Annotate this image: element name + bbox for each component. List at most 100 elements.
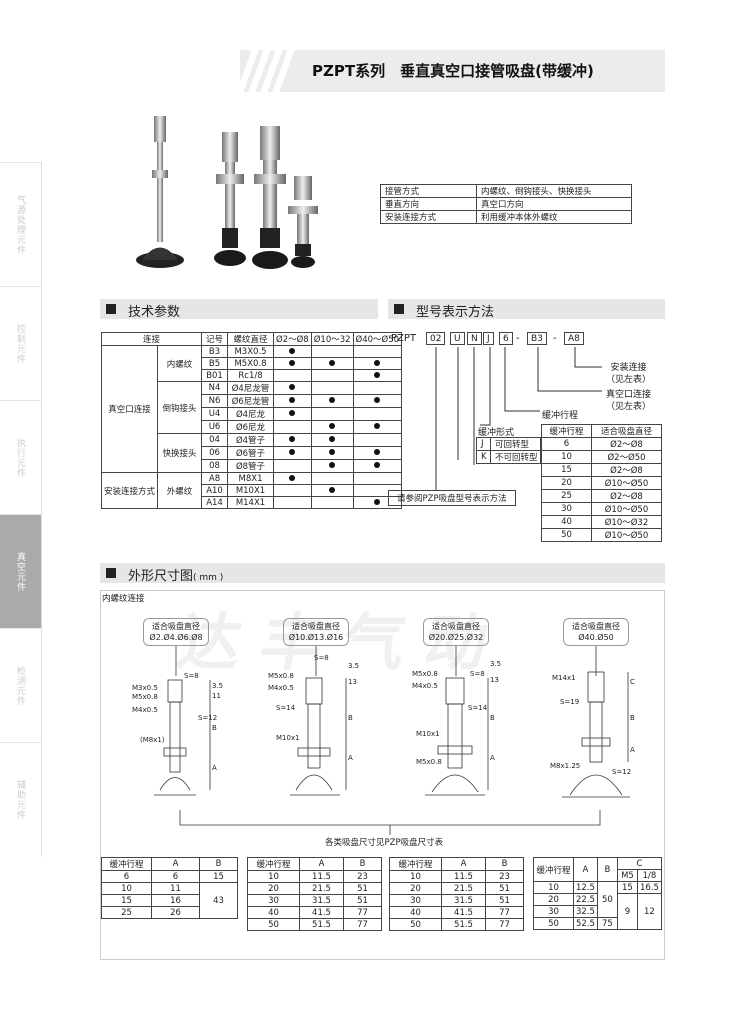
model-prefix: PZPT — [391, 333, 417, 344]
section-tech: 技术参数 — [100, 299, 378, 320]
svg-text:S=14: S=14 — [468, 704, 488, 712]
svg-text:A: A — [630, 746, 635, 754]
svg-text:M14x1: M14x1 — [552, 674, 576, 682]
svg-text:M10x1: M10x1 — [276, 734, 300, 742]
product-photo — [136, 116, 318, 269]
svg-text:M3x0.5: M3x0.5 — [132, 684, 158, 692]
availability-dot — [374, 359, 381, 366]
svg-text:S=14: S=14 — [276, 704, 296, 712]
svg-text:M8x1.25: M8x1.25 — [550, 762, 580, 770]
page-header: PZPT系列 垂直真空口接管吸盘(带缓冲) — [236, 50, 665, 92]
sidebar-item-accessory[interactable]: 辅助元件 — [0, 742, 42, 857]
availability-dot — [289, 397, 296, 403]
svg-text:3.5: 3.5 — [348, 662, 359, 670]
svg-text:M5x0.8: M5x0.8 — [416, 758, 442, 766]
section-model: 型号表示方法 — [388, 299, 665, 320]
table-row: 接管方式内螺纹、倒钩接头、快换接头 — [380, 184, 632, 198]
availability-dot — [289, 410, 296, 416]
availability-dot — [374, 397, 381, 403]
svg-text:(M8x1): (M8x1) — [140, 736, 165, 744]
svg-text:13: 13 — [348, 678, 357, 686]
availability-dot — [289, 359, 296, 366]
sidebar-item-vacuum[interactable]: 真空元件 — [0, 514, 42, 628]
sidebar-item-sensor[interactable]: 检测元件 — [0, 628, 42, 742]
model-ref-note: 请参阅PZP吸盘型号表示方法 — [388, 490, 516, 506]
availability-dot — [289, 384, 296, 390]
svg-text:B: B — [348, 714, 353, 722]
tech-table: 连接 记号 螺纹直径 Ø2～Ø8 Ø10～32 Ø40～Ø50 真空口连接 内螺… — [100, 332, 403, 509]
table-row: 垂直方向真空口方向 — [380, 197, 632, 211]
availability-dot — [289, 474, 296, 481]
availability-dot — [374, 462, 381, 468]
availability-dot — [329, 397, 336, 403]
svg-text:A: A — [212, 764, 217, 772]
svg-text:A: A — [490, 754, 495, 762]
svg-text:B: B — [630, 714, 635, 722]
model-code-vac: B3 — [527, 332, 547, 345]
availability-dot — [289, 449, 296, 455]
sidebar-item-air[interactable]: 气源处理元件 — [0, 162, 42, 286]
svg-text:11: 11 — [212, 692, 221, 700]
availability-dot — [374, 449, 381, 455]
svg-text:M4x0.5: M4x0.5 — [268, 684, 294, 692]
availability-dot — [329, 423, 336, 429]
svg-text:M4x0.5: M4x0.5 — [412, 682, 438, 690]
model-code-mount: A8 — [564, 332, 584, 345]
model-code-j: J — [483, 332, 494, 345]
svg-text:S=8: S=8 — [314, 654, 329, 662]
availability-dot — [374, 371, 381, 378]
svg-text:S=8: S=8 — [184, 672, 199, 680]
svg-text:3.5: 3.5 — [490, 660, 501, 668]
svg-text:C: C — [630, 678, 635, 686]
dimension-drawings: M3x0.5 M5x0.8 M4x0.5 (M8x1) S=8 S=12 3.5… — [132, 646, 635, 835]
dimension-panel — [100, 590, 665, 960]
section-dim: 外形尺寸图( mm ) — [100, 563, 665, 584]
svg-text:S=12: S=12 — [198, 714, 217, 722]
model-code-size: 02 — [426, 332, 446, 345]
svg-text:S=8: S=8 — [470, 670, 485, 678]
svg-text:A: A — [348, 754, 353, 762]
sidebar-item-control[interactable]: 控制元件 — [0, 286, 42, 400]
svg-text:M4x0.5: M4x0.5 — [132, 706, 158, 714]
page-title: PZPT系列 垂直真空口接管吸盘(带缓冲) — [312, 62, 594, 80]
model-code-n: N — [467, 332, 482, 345]
availability-dot — [329, 359, 336, 366]
cup-size-note: 各类吸盘尺寸见PZP吸盘尺寸表 — [325, 838, 444, 848]
svg-text:S=19: S=19 — [560, 698, 579, 706]
sidebar-item-actuator[interactable]: 执行元件 — [0, 400, 42, 514]
svg-text:B: B — [212, 724, 217, 732]
svg-text:B: B — [490, 714, 495, 722]
svg-text:M5x0.8: M5x0.8 — [132, 693, 158, 701]
svg-text:13: 13 — [490, 676, 499, 684]
availability-dot — [289, 347, 296, 354]
model-code-u: U — [450, 332, 465, 345]
subtab-inner-thread[interactable]: 内螺纹连接 — [102, 594, 145, 604]
availability-dot — [329, 436, 336, 442]
availability-dot — [329, 449, 336, 455]
